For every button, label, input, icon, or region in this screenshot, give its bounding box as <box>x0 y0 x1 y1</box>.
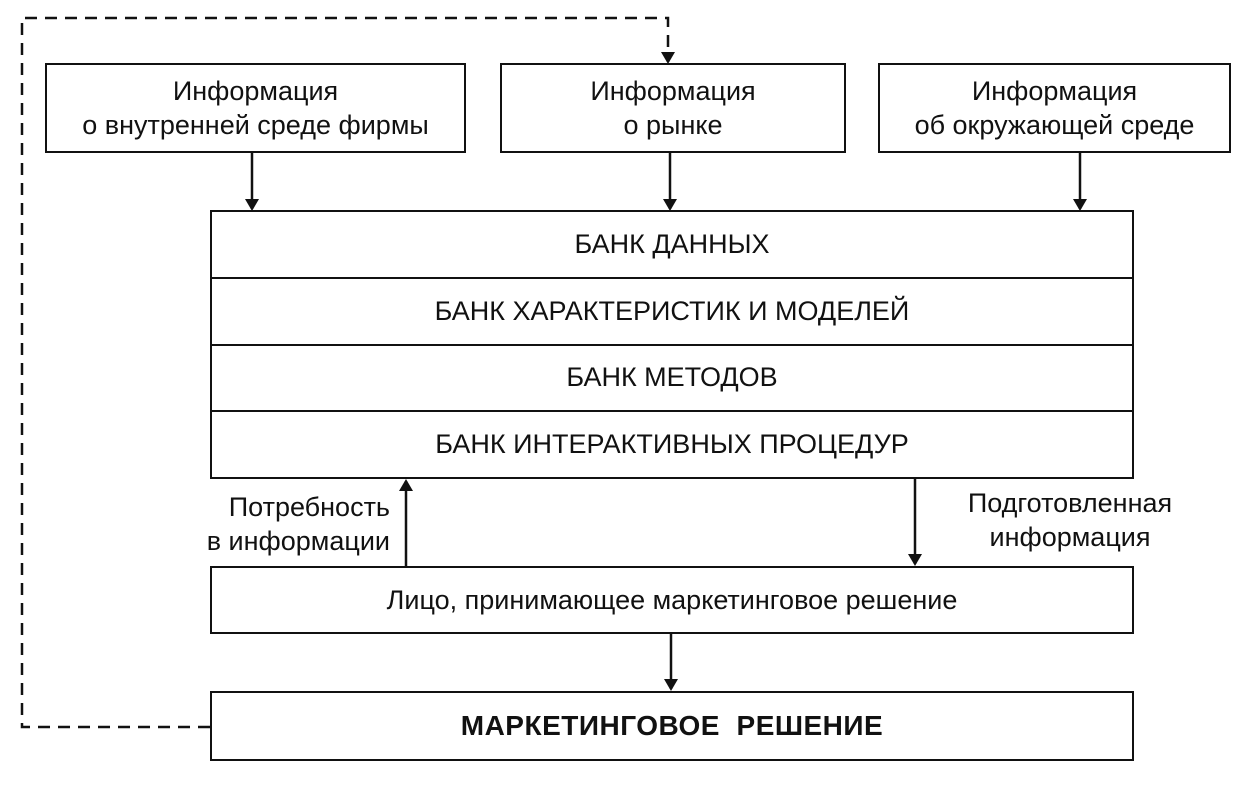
need-info-label-line2: в информации <box>206 526 390 556</box>
bank-row-data: БАНК ДАННЫХ <box>212 212 1132 279</box>
market-info-title: Информация <box>590 76 756 106</box>
bank-row-methods: БАНК МЕТОДОВ <box>212 346 1132 413</box>
need-info-label: Потребность в информации <box>160 490 390 558</box>
internal-info-subtitle: о внутренней среде фирмы <box>82 110 429 140</box>
feedback-dashed-loop <box>20 16 675 729</box>
bank-row-procedures: БАНК ИНТЕРАКТИВНЫХ ПРОЦЕДУР <box>435 429 909 460</box>
environment-info-title: Информация <box>971 76 1138 106</box>
market-info-box: Информация о рынке <box>500 63 846 153</box>
marketing-decision-box: МАРКЕТИНГОВОЕ РЕШЕНИЕ <box>210 691 1134 761</box>
environment-info-subtitle: об окружающей среде <box>914 110 1195 140</box>
environment-info-box: Информация об окружающей среде <box>878 63 1231 153</box>
marketing-decision-label: МАРКЕТИНГОВОЕ РЕШЕНИЕ <box>460 710 884 741</box>
bank-stack: БАНК ДАННЫХ БАНК ХАРАКТЕРИСТИК И МОДЕЛЕЙ… <box>210 210 1134 479</box>
prepared-info-label-line2: информация <box>989 522 1151 552</box>
need-info-label-line1: Потребность <box>228 492 390 522</box>
decision-maker-box: Лицо, принимающее маркетинговое решение <box>210 566 1134 634</box>
bank-row-models: БАНК ХАРАКТЕРИСТИК И МОДЕЛЕЙ <box>212 279 1132 346</box>
internal-info-box: Информация о внутренней среде фирмы <box>45 63 466 153</box>
internal-info-title: Информация <box>172 76 339 106</box>
prepared-info-label-line1: Подготовленная <box>967 488 1173 518</box>
market-info-subtitle: о рынке <box>623 110 723 140</box>
prepared-info-label: Подготовленная информация <box>940 486 1200 554</box>
